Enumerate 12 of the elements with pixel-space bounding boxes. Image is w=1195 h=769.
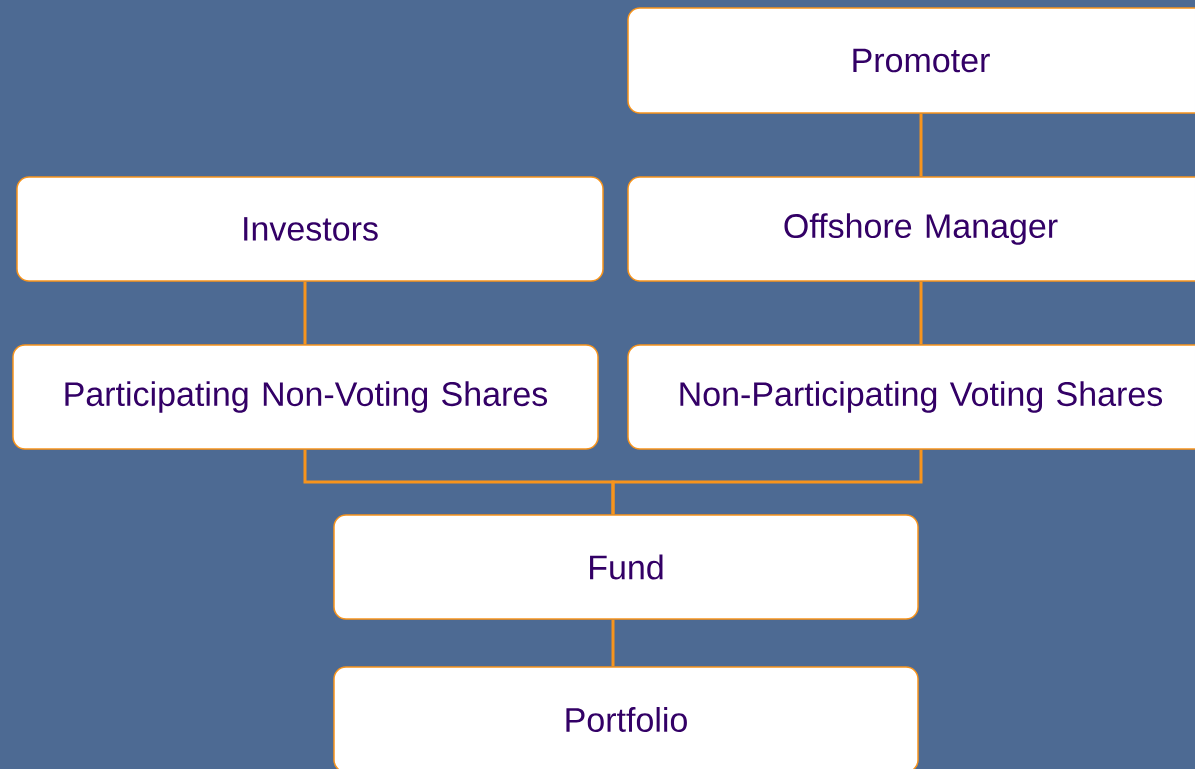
process-box: Non-Participating Voting Shares xyxy=(627,344,1195,450)
connector-line xyxy=(611,619,615,667)
connector-line xyxy=(611,449,923,515)
connector-line xyxy=(919,113,923,177)
process-box: Promoter xyxy=(627,7,1195,114)
process-box: Participating Non-Voting Shares xyxy=(12,344,599,450)
process-box: Offshore Manager xyxy=(627,176,1195,282)
process-box: Portfolio xyxy=(333,666,919,769)
connector-line xyxy=(303,281,307,345)
process-box: Investors xyxy=(16,176,604,282)
process-box: Fund xyxy=(333,514,919,620)
connector-line xyxy=(919,281,923,345)
